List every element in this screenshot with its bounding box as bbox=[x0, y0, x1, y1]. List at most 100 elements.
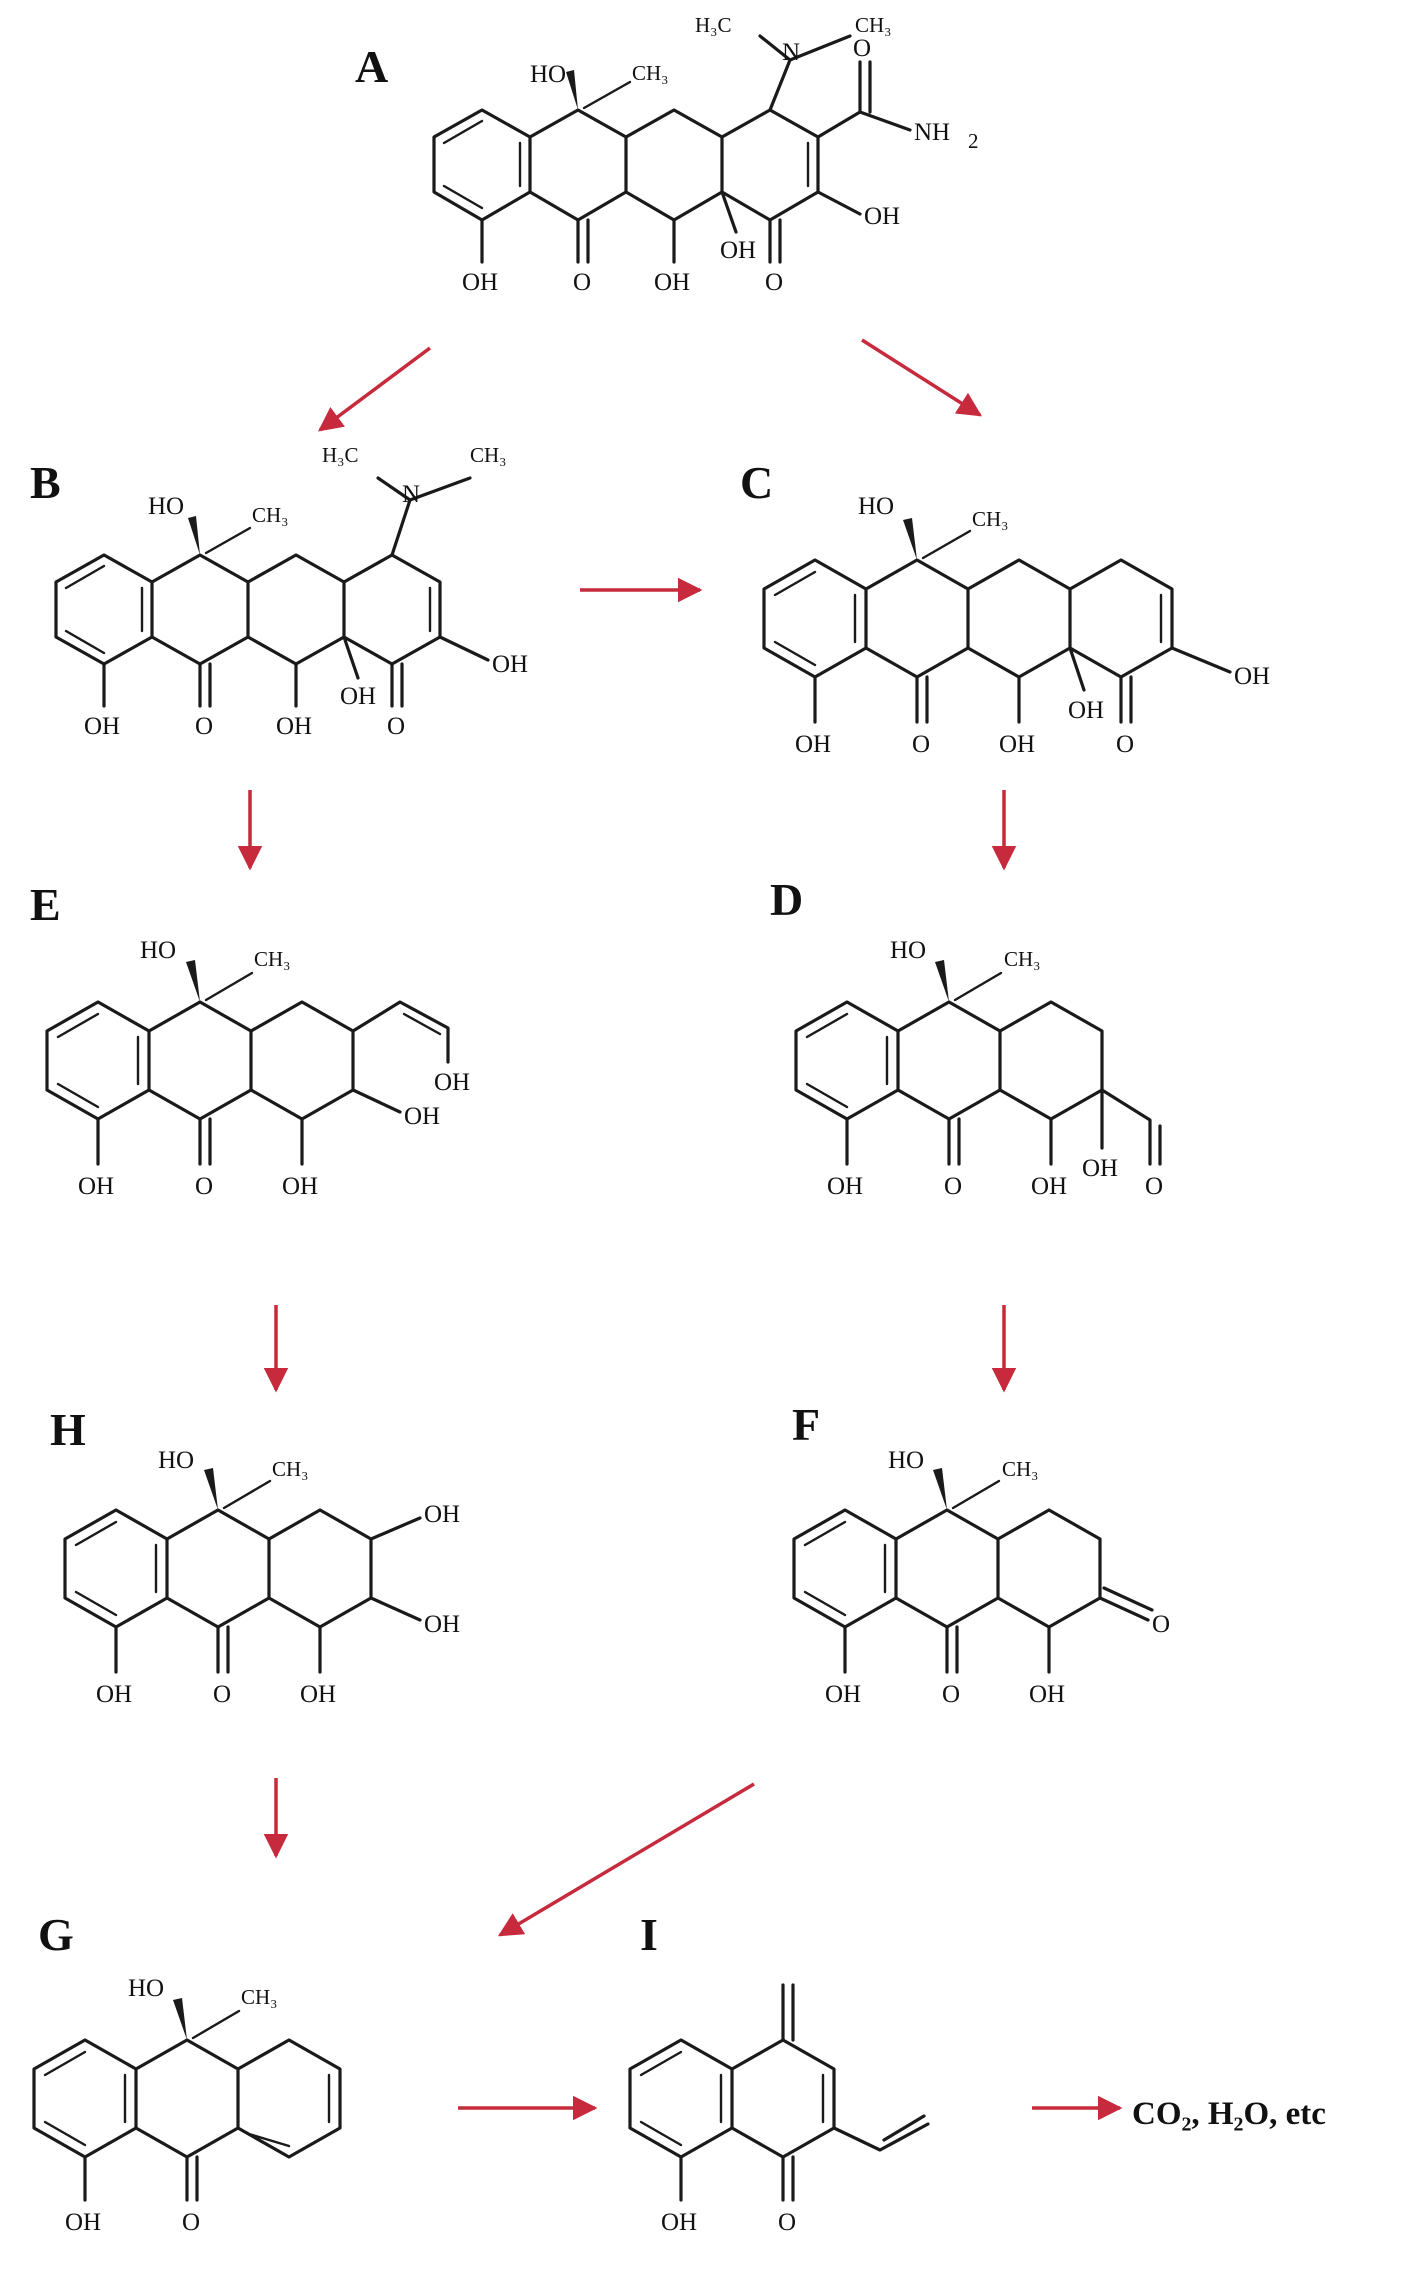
e-vinyl-bonds bbox=[351, 1000, 450, 1064]
b-oh3-bond bbox=[342, 635, 360, 680]
d-o1-bond bbox=[947, 1117, 961, 1166]
f-hash bbox=[951, 1479, 1001, 1510]
e-oh4: OH bbox=[434, 1069, 470, 1096]
a-ring3-bonds bbox=[624, 108, 724, 222]
i-methylene-bond bbox=[781, 1983, 795, 2042]
a-ring4-bonds bbox=[720, 108, 820, 222]
e-o1-bond bbox=[198, 1117, 212, 1166]
i-vinyl-bonds bbox=[832, 2114, 930, 2152]
a-ch3: CH₃ bbox=[632, 61, 669, 85]
g-oh1: OH bbox=[65, 2209, 101, 2236]
c-ho: HO bbox=[858, 493, 894, 520]
e-ch3: CH₃ bbox=[254, 947, 291, 971]
c-ring1-bonds bbox=[762, 558, 868, 679]
e-ring3-double bbox=[260, 1094, 304, 1121]
d-oh3: OH bbox=[1082, 1155, 1118, 1182]
a-nh2-sub: 2 bbox=[968, 129, 979, 153]
compound-g: G OH O HO CH₃ bbox=[32, 1909, 342, 2236]
e-ring3-bonds bbox=[249, 1000, 355, 1121]
e-wedge bbox=[186, 960, 200, 1002]
compound-d: D OH O OH OH O HO CH₃ bbox=[770, 874, 1163, 1200]
d-ring2-bonds bbox=[896, 1000, 1002, 1121]
f-ch3: CH₃ bbox=[1002, 1457, 1039, 1481]
a-nh2: NH bbox=[914, 119, 950, 146]
g-ring2-bonds bbox=[134, 2038, 240, 2159]
compound-h: H OH O OH OH OH HO CH₃ bbox=[50, 1404, 460, 1708]
h-ring1-aromatic bbox=[74, 1520, 158, 1617]
a-wedge bbox=[566, 70, 578, 110]
e-oh2: OH bbox=[282, 1173, 318, 1200]
e-o1: O bbox=[195, 1173, 213, 1200]
f-ring3-bonds bbox=[996, 1508, 1102, 1629]
c-ring4-bonds bbox=[1068, 558, 1174, 679]
h-ring2-bonds bbox=[165, 1508, 271, 1629]
d-oh1: OH bbox=[827, 1173, 863, 1200]
b-ring3-double bbox=[256, 641, 298, 666]
a-oh4-bond bbox=[816, 190, 862, 216]
compound-label-a: A bbox=[355, 41, 388, 92]
f-ho: HO bbox=[888, 1447, 924, 1474]
compound-label-b: B bbox=[30, 457, 61, 508]
h-ring3-bonds bbox=[267, 1508, 373, 1629]
e-vinyl-double bbox=[402, 1012, 442, 1036]
b-oh3: OH bbox=[340, 683, 376, 710]
arrow-f-to-g bbox=[497, 1782, 755, 1937]
a-oh1: OH bbox=[462, 269, 498, 296]
e-oh1: OH bbox=[78, 1173, 114, 1200]
i-oh1: OH bbox=[661, 2209, 697, 2236]
b-ch3: CH₃ bbox=[252, 503, 289, 527]
g-wedge bbox=[173, 1998, 187, 2040]
a-amide-o: O bbox=[853, 35, 871, 62]
g-o1: O bbox=[182, 2209, 200, 2236]
d-oh2: OH bbox=[1031, 1173, 1067, 1200]
h-oh2: OH bbox=[300, 1681, 336, 1708]
f-ring3-double bbox=[1007, 1602, 1051, 1629]
f-oh2: OH bbox=[1029, 1681, 1065, 1708]
h-ring3-double bbox=[278, 1602, 322, 1629]
compound-label-c: C bbox=[740, 457, 773, 508]
d-cho-o: O bbox=[1145, 1173, 1163, 1200]
a-h3c: H₃C bbox=[695, 13, 732, 37]
b-ch3-n: CH₃ bbox=[470, 443, 507, 467]
f-o1: O bbox=[942, 1681, 960, 1708]
h-oh4-bond bbox=[369, 1516, 422, 1541]
g-ch3: CH₃ bbox=[241, 1985, 278, 2009]
g-ring3-bonds bbox=[236, 2038, 342, 2159]
c-o1-bond bbox=[915, 675, 929, 724]
e-oh3-bond bbox=[351, 1088, 402, 1114]
c-ring1-aromatic bbox=[773, 570, 857, 667]
c-oh4-bond bbox=[1170, 646, 1232, 674]
compound-label-d: D bbox=[770, 874, 803, 925]
i-ring2-bonds bbox=[730, 2038, 836, 2159]
d-ch3: CH₃ bbox=[1004, 947, 1041, 971]
b-n: N bbox=[402, 481, 420, 508]
b-wedge bbox=[188, 516, 200, 555]
d-hash bbox=[953, 971, 1003, 1002]
c-ch3: CH₃ bbox=[972, 507, 1009, 531]
b-nme2-bonds bbox=[376, 476, 472, 557]
d-wedge bbox=[935, 960, 949, 1002]
b-o1: O bbox=[195, 713, 213, 740]
h-ring1-bonds bbox=[63, 1508, 169, 1629]
h-o1: O bbox=[213, 1681, 231, 1708]
c-o2-bond bbox=[1119, 675, 1133, 724]
e-ring1-bonds bbox=[45, 1000, 151, 1121]
g-hash bbox=[191, 2009, 241, 2040]
compound-i: I OH O bbox=[628, 1909, 930, 2236]
a-o2: O bbox=[765, 269, 783, 296]
h-wedge bbox=[204, 1468, 218, 1510]
final-products-label: CO₂, H₂O, etc bbox=[1132, 2096, 1326, 2132]
b-oh2: OH bbox=[276, 713, 312, 740]
compound-e: E OH O OH OH OH HO CH₃ bbox=[30, 879, 470, 1200]
arrow-a-to-b bbox=[318, 346, 432, 432]
c-ring3-bonds bbox=[966, 558, 1072, 679]
a-n: N bbox=[782, 39, 800, 66]
a-o1: O bbox=[573, 269, 591, 296]
compound-label-g: G bbox=[38, 1909, 74, 1960]
e-ring2-bonds bbox=[147, 1000, 253, 1121]
b-oh4: OH bbox=[492, 651, 528, 678]
d-o1: O bbox=[944, 1173, 962, 1200]
a-hash bbox=[582, 80, 632, 110]
h-oh1: OH bbox=[96, 1681, 132, 1708]
